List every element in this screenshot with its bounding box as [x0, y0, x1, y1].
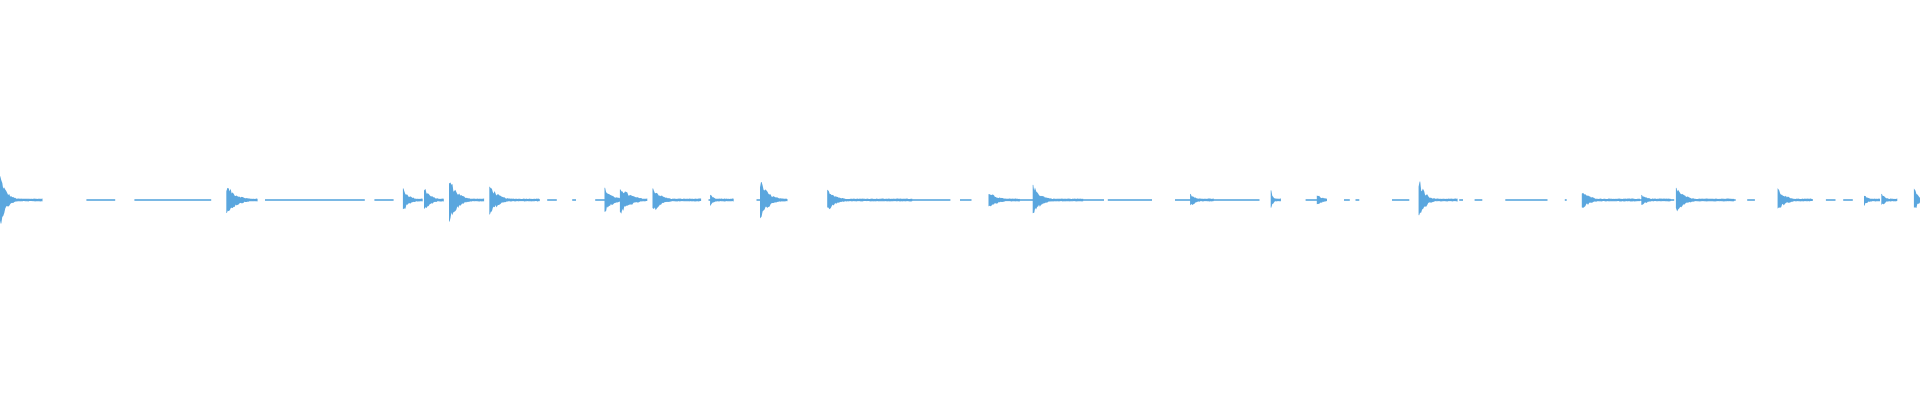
- quiet-segment: [572, 199, 576, 201]
- quiet-segment: [265, 199, 365, 201]
- quiet-segment: [547, 199, 557, 201]
- quiet-segment: [1825, 199, 1836, 201]
- waveform-event-group: [0, 176, 1920, 224]
- quiet-segment: [1747, 199, 1755, 201]
- waveform-transient: [1913, 188, 1920, 208]
- waveform-transient: [988, 194, 1020, 207]
- quiet-segment: [1670, 199, 1675, 201]
- waveform-transient: [226, 187, 258, 214]
- waveform-transient: [760, 182, 788, 219]
- waveform-transient: [1777, 188, 1813, 209]
- waveform-transient: [1418, 181, 1458, 216]
- quiet-segment: [1305, 199, 1325, 201]
- waveform-transient: [1881, 193, 1898, 205]
- waveform-transient: [1641, 194, 1671, 205]
- quiet-segment: [1194, 199, 1260, 201]
- waveform-transient: [489, 186, 540, 215]
- waveform-transient: [1032, 184, 1084, 214]
- quiet-segment: [1474, 199, 1483, 201]
- waveform-transient: [449, 182, 485, 222]
- waveform-transient: [827, 189, 913, 210]
- quiet-segment: [374, 199, 394, 201]
- quiet-segment: [1344, 199, 1350, 201]
- waveform-transient: [1864, 195, 1880, 206]
- quiet-segment: [1107, 199, 1152, 201]
- quiet-segment: [1392, 199, 1410, 201]
- quiet-segment: [1843, 199, 1853, 201]
- quiet-segment: [1175, 199, 1195, 201]
- waveform-transient: [1270, 190, 1281, 208]
- waveform-transient: [1675, 187, 1735, 212]
- waveform-transient: [424, 188, 444, 209]
- quiet-segment: [1355, 199, 1360, 201]
- quiet-segment: [960, 199, 972, 201]
- quiet-segment: [86, 199, 116, 201]
- waveform-transient: [402, 188, 423, 210]
- waveform-transient: [1581, 192, 1640, 208]
- quiet-segment: [1505, 199, 1548, 201]
- quiet-segment: [1564, 199, 1567, 201]
- waveform-transient: [1316, 195, 1327, 205]
- waveform-transient: [710, 194, 734, 207]
- waveform-transient: [619, 189, 648, 214]
- waveform-transient: [0, 176, 43, 224]
- quiet-segment: [902, 199, 951, 201]
- waveform-transient: [1190, 193, 1214, 206]
- waveform-transient: [652, 188, 702, 211]
- quiet-segment: [134, 199, 212, 201]
- quiet-segment: [1075, 199, 1104, 201]
- quiet-segment: [1459, 199, 1463, 201]
- quiet-segment: [595, 199, 605, 201]
